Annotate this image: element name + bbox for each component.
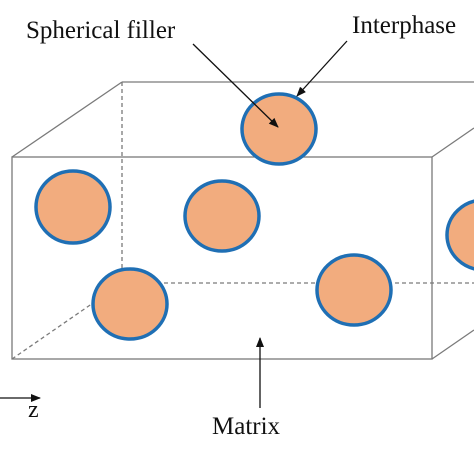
- filler-particle: [34, 169, 112, 245]
- spherical-filler-label: Spherical filler: [26, 17, 176, 44]
- filler-particle: [183, 179, 261, 253]
- box-front-face: [11, 156, 433, 360]
- callout-arrows: [0, 40, 348, 408]
- spherical-filler-arrow: [192, 43, 279, 128]
- matrix-box: [11, 81, 474, 360]
- filler-particle: [91, 267, 169, 341]
- filler-particle: [315, 253, 393, 327]
- box-top-right-depth-edge: [431, 127, 474, 158]
- box-bottom-left-depth-edge: [11, 282, 123, 360]
- z-axis-label: z: [28, 397, 39, 423]
- particles: [34, 92, 474, 341]
- filler-particle: [445, 199, 474, 271]
- interphase-arrow: [296, 40, 348, 97]
- filler-particle: [240, 92, 318, 166]
- box-top-left-depth-edge: [11, 81, 123, 158]
- matrix-label: Matrix: [212, 413, 281, 440]
- box-bottom-right-depth-edge: [431, 329, 474, 360]
- interphase-label: Interphase: [352, 12, 456, 39]
